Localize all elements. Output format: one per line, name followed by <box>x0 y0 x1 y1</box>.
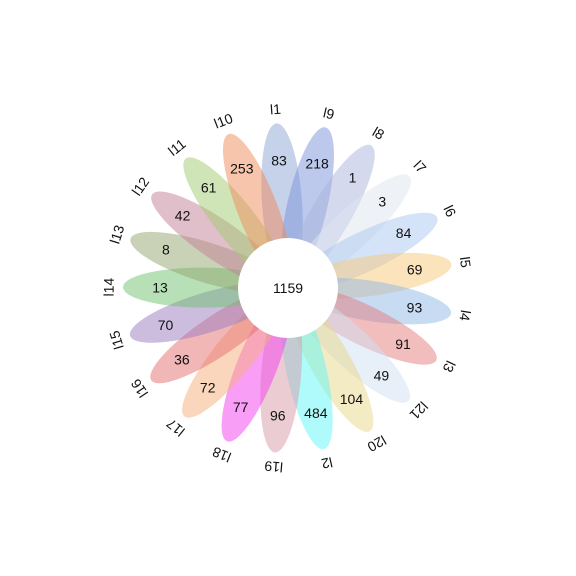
set-label-l13: l13 <box>107 223 128 246</box>
petal-count-l13: 8 <box>162 242 170 258</box>
petal-count-l21: 49 <box>374 368 390 384</box>
set-label-l14: l14 <box>101 278 117 297</box>
set-label-l8: l8 <box>370 124 388 143</box>
set-label-l19: l19 <box>264 458 284 475</box>
set-label-l7: l7 <box>410 157 429 176</box>
set-label-l21: l21 <box>406 398 431 423</box>
set-label-l3: l3 <box>439 358 458 375</box>
set-label-l12: l12 <box>128 174 152 199</box>
set-label-l4: l4 <box>456 309 474 322</box>
petal-count-l15: 70 <box>158 317 174 333</box>
set-label-l10: l10 <box>212 110 235 132</box>
core-circle <box>238 238 338 338</box>
petal-count-l8: 1 <box>349 169 357 185</box>
petal-count-l19: 96 <box>270 408 286 424</box>
petal-count-l10: 253 <box>230 161 254 177</box>
petal-count-l16: 36 <box>174 352 190 368</box>
petal-count-l14: 13 <box>152 279 168 295</box>
set-label-l15: l15 <box>106 329 127 352</box>
set-label-l1: l1 <box>269 101 281 118</box>
petal-count-l17: 72 <box>200 380 216 396</box>
set-labels-layer: l1 l9 l8 l7 l6 l5 l4 l3 l21 l20 l2 l19 l18 l17 l16 l15 l… <box>101 101 474 476</box>
petal-count-l7: 3 <box>378 193 386 209</box>
petal-count-l6: 84 <box>396 225 412 241</box>
petal-count-l5: 69 <box>407 262 423 278</box>
set-label-l16: l16 <box>127 376 151 401</box>
set-label-l6: l6 <box>440 203 459 220</box>
petal-count-l12: 42 <box>175 207 191 223</box>
petal-count-l11: 61 <box>201 180 217 196</box>
set-label-l9: l9 <box>322 104 336 122</box>
set-label-l17: l17 <box>163 415 188 439</box>
petal-count-l4: 93 <box>407 300 423 316</box>
petal-count-l9: 218 <box>305 155 329 171</box>
core-count: 1159 <box>273 280 303 296</box>
petal-count-l2: 484 <box>304 405 328 421</box>
set-label-l11: l11 <box>165 135 189 159</box>
set-label-l2: l2 <box>320 454 334 472</box>
set-label-l5: l5 <box>457 256 474 269</box>
petal-count-l20: 104 <box>340 391 364 407</box>
petal-count-l3: 91 <box>395 336 411 352</box>
petal-count-l1: 83 <box>271 152 287 168</box>
set-label-l20: l20 <box>365 432 389 455</box>
set-label-l18: l18 <box>210 444 233 466</box>
petal-count-l18: 77 <box>233 399 249 415</box>
